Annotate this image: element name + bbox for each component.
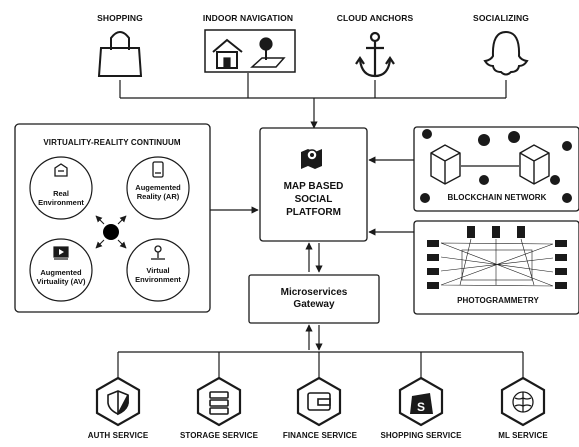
blockchain-box [413, 126, 579, 212]
continuum-arrows [95, 215, 127, 249]
ghost-social-icon [483, 30, 529, 76]
label-augmented-reality: Augemented Reality (AR) [135, 183, 181, 201]
gateway-box [248, 274, 380, 324]
home-navigation-icon [204, 29, 296, 73]
top-label-cloud-anchors: CLOUD ANCHORS [336, 13, 414, 23]
label-real-environment: Real Environment [38, 189, 84, 207]
top-label-indoor-navigation: INDOOR NAVIGATION [202, 13, 294, 23]
ar-phone-icon [152, 161, 164, 178]
bottom-label-shopping: SHOPPING SERVICE [380, 431, 462, 440]
bottom-label-finance: FINANCE SERVICE [282, 431, 358, 440]
label-virtual-environment: Virtual Environment [135, 266, 181, 284]
photogrammetry-box [413, 220, 579, 315]
hex-shopping [398, 376, 444, 427]
photogrammetry-label: PHOTOGRAMMETRY [457, 296, 539, 305]
play-screen-icon [53, 246, 69, 260]
blockchain-cube-left-icon [430, 144, 461, 185]
anchor-icon [355, 31, 395, 78]
crypto-coin-icons [420, 129, 572, 203]
svg-text:S: S [417, 400, 425, 414]
hex-auth [95, 376, 141, 427]
building-icon [54, 163, 68, 177]
circle-augmented-reality [126, 156, 190, 220]
brain-icon [512, 391, 534, 413]
platform-label: MAP BASED SOCIAL PLATFORM [283, 181, 344, 218]
continuum-center-dot [103, 224, 119, 240]
bottom-connector-lines [117, 351, 524, 378]
map-pin-icon [301, 149, 322, 169]
bottom-label-auth: AUTH SERVICE [87, 431, 149, 440]
top-connector-lines [119, 73, 507, 129]
circle-real-environment [29, 156, 93, 220]
shopify-bag-icon: S [410, 393, 433, 414]
circle-virtual-environment [126, 238, 190, 302]
continuum-box [14, 123, 211, 313]
server-icon [209, 391, 229, 415]
bottom-label-ml: ML SERVICE [498, 431, 548, 440]
bottom-label-storage: STORAGE SERVICE [179, 431, 259, 440]
hex-finance [296, 376, 342, 427]
top-label-socializing: SOCIALIZING [473, 13, 529, 23]
person-pin-icon [151, 245, 165, 260]
shield-icon [107, 390, 129, 416]
platform-box [259, 127, 368, 242]
top-label-shopping: SHOPPING [97, 13, 143, 23]
shopping-bag-icon [97, 31, 143, 77]
circle-augmented-virtuality [29, 238, 93, 302]
hex-storage [196, 376, 242, 427]
gateway-label: Microservices Gateway [280, 287, 348, 310]
label-augmented-virtuality: Augmented Virtuality (AV) [36, 268, 86, 286]
camera-array-icon [427, 226, 567, 289]
continuum-title: VIRTUALITY-REALITY CONTINUUM [43, 138, 181, 147]
hex-ml [500, 376, 546, 427]
blockchain-cube-right-icon [519, 144, 550, 185]
blockchain-label: BLOCKCHAIN NETWORK [447, 193, 547, 202]
wallet-icon [307, 392, 331, 411]
